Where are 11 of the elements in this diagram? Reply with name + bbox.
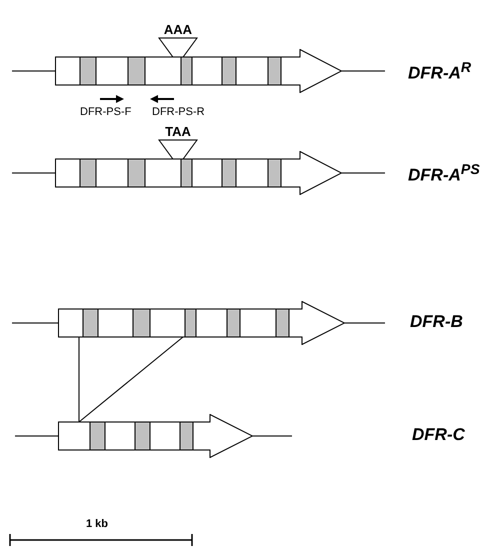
scale-label: 1 kb xyxy=(86,518,108,530)
codon-label: TAA xyxy=(164,124,192,139)
gene-name: DFR-A$^{PS}$ xyxy=(408,162,480,186)
gene-name: DFR-B xyxy=(410,312,463,332)
connector-line xyxy=(78,336,184,422)
connector-line xyxy=(78,336,80,422)
gene-name: DFR-C xyxy=(412,425,465,445)
gene-name: DFR-A$^{R}$ xyxy=(408,60,472,84)
primer-label: DFR-PS-R xyxy=(152,106,205,118)
primer-label: DFR-PS-F xyxy=(80,106,132,118)
codon-label: AAA xyxy=(162,22,194,37)
